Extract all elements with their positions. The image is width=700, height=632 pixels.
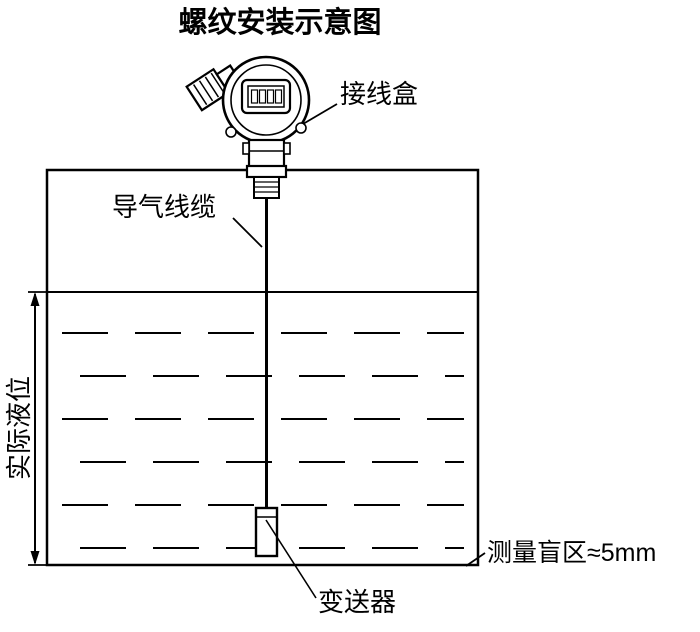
blind-zone-leader-line: [465, 552, 486, 567]
threaded-fitting: [245, 164, 288, 199]
display-digit: [258, 89, 267, 104]
display-digit: [266, 89, 275, 104]
neck-lug: [283, 142, 291, 155]
gland-rib: [204, 76, 220, 98]
gland-rib: [198, 80, 214, 102]
housing-neck: [242, 138, 291, 170]
lcd-display: [240, 78, 292, 115]
air-cable-label: 导气线缆: [112, 192, 216, 222]
gland-rib: [210, 72, 225, 94]
hex-nut: [245, 164, 288, 179]
transmitter-label: 变送器: [318, 587, 396, 617]
probe-transmitter: [254, 506, 279, 558]
display-digit: [250, 89, 259, 104]
cable-gland: [185, 64, 241, 112]
air-cable-leader-line: [232, 217, 263, 248]
bolt-icon: [295, 122, 307, 134]
junction-box-label: 接线盒: [340, 79, 418, 109]
gland-rib: [192, 84, 208, 106]
page-title: 螺纹安装示意图: [178, 5, 381, 39]
bolt-icon: [225, 126, 237, 138]
transmitter-leader-line: [265, 519, 317, 599]
tank-outline: [45, 168, 480, 567]
blind-zone-label: 测量盲区≈5mm: [487, 539, 656, 567]
tank: [45, 168, 480, 567]
display-digit: [274, 89, 283, 104]
neck-body: [247, 138, 286, 170]
level-dimension: [28, 291, 47, 566]
probe-body: [254, 506, 279, 558]
junction-box-leader-line: [302, 103, 338, 125]
actual-level-label: 实际液位: [4, 376, 34, 480]
neck-lug: [242, 142, 250, 155]
dimension-arrow-up-icon: [30, 292, 40, 306]
transmitter-head: [185, 55, 311, 199]
dimension-arrow-down-icon: [30, 551, 40, 565]
